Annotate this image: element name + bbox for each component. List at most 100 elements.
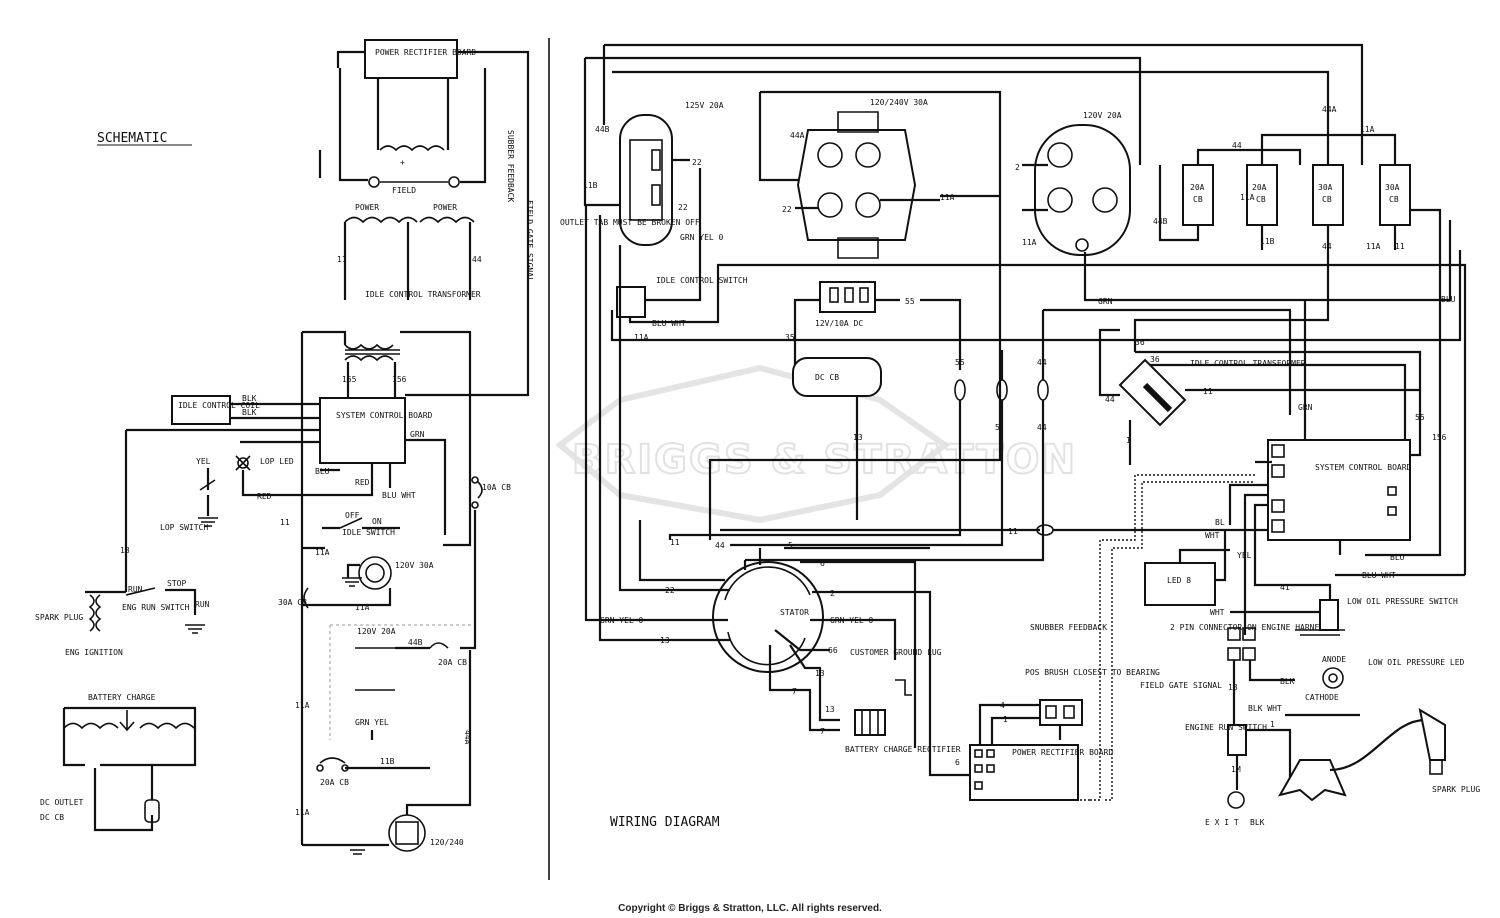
svg-text:20A CB: 20A CB	[320, 778, 349, 787]
svg-text:22: 22	[782, 205, 792, 214]
svg-text:BLK: BLK	[242, 394, 257, 403]
svg-text:BLK: BLK	[1280, 677, 1295, 686]
outlet-120-240v-30a	[796, 111, 917, 259]
field-gate-signal-label: FIELD GATE SIGNAL	[525, 200, 534, 282]
svg-text:44B: 44B	[1153, 217, 1168, 226]
idle-control-switch-box[interactable]	[616, 286, 646, 318]
svg-text:ANODE: ANODE	[1322, 655, 1346, 664]
svg-text:30A: 30A	[1318, 183, 1333, 192]
circuit-breaker-30a[interactable]: 30A CB	[1312, 164, 1344, 226]
svg-text:11A: 11A	[295, 701, 310, 710]
lop-led-label: LOP LED	[260, 457, 294, 466]
svg-text:41: 41	[1280, 583, 1290, 592]
svg-text:11A: 11A	[295, 808, 310, 817]
svg-text:13: 13	[853, 433, 863, 442]
svg-text:RUN: RUN	[195, 600, 210, 609]
low-oil-pressure-led-icon	[1322, 667, 1344, 689]
idle-switch-label: IDLE SWITCH	[342, 528, 395, 537]
svg-text:36: 36	[1135, 338, 1145, 347]
svg-text:CB: CB	[1256, 195, 1266, 204]
svg-text:22: 22	[692, 158, 702, 167]
svg-text:BL: BL	[1215, 518, 1225, 527]
svg-text:YEL: YEL	[196, 457, 211, 466]
outlet-125v-label: 125V 20A	[685, 101, 724, 110]
svg-text:11A: 11A	[1022, 238, 1037, 247]
stator	[712, 561, 824, 673]
svg-text:WHT: WHT	[1205, 531, 1220, 540]
power-rectifier-board-label: POWER RECTIFIER BOARD	[375, 48, 476, 57]
battery-charge-label: BATTERY CHARGE	[88, 693, 156, 702]
svg-text:GRN YEL 0: GRN YEL 0	[830, 616, 874, 625]
power-right-label: POWER	[433, 203, 457, 212]
svg-text:BLU WHT: BLU WHT	[652, 319, 686, 328]
svg-text:GRN: GRN	[410, 430, 425, 439]
svg-text:18: 18	[120, 546, 130, 555]
svg-text:44B: 44B	[595, 125, 610, 134]
subber-feedback-label: SUBBER FEEDBACK	[506, 130, 515, 202]
svg-text:120/240: 120/240	[430, 838, 464, 847]
power-left-label: POWER	[355, 203, 379, 212]
svg-text:1M: 1M	[1231, 765, 1241, 774]
svg-text:E X I T: E X I T	[1205, 818, 1239, 827]
svg-text:36: 36	[1150, 355, 1160, 364]
engine-run-switch-label: ENGINE RUN SWITCH	[1185, 723, 1267, 732]
svg-text:CB: CB	[1389, 195, 1399, 204]
svg-text:30A CB: 30A CB	[278, 598, 307, 607]
system-control-board	[1267, 439, 1411, 541]
low-oil-pressure-switch	[1295, 599, 1345, 636]
svg-text:156: 156	[1432, 433, 1447, 442]
svg-text:11A: 11A	[1366, 242, 1381, 251]
dc-outlet-label: DC OUTLET	[40, 798, 84, 807]
svg-text:22: 22	[678, 203, 688, 212]
svg-text:44B: 44B	[408, 638, 423, 647]
svg-text:2: 2	[830, 589, 835, 598]
svg-text:44: 44	[715, 541, 725, 550]
circuit-breaker-30a-b[interactable]: 30A CB	[1379, 164, 1411, 226]
svg-text:44A: 44A	[1322, 105, 1337, 114]
outlet-tab-note: OUTLET TAB MUST BE BROKEN OFF	[560, 218, 700, 227]
eng-run-switch-label: ENG RUN SWITCH	[122, 603, 190, 612]
svg-text:6: 6	[820, 559, 825, 568]
svg-text:11: 11	[1203, 387, 1213, 396]
svg-text:11A: 11A	[1240, 193, 1255, 202]
svg-text:11A: 11A	[634, 333, 649, 342]
customer-ground-lug-icon	[895, 679, 912, 696]
pin-connector-label: 2 PIN CONNECTOR ON ENGINE HARNESS	[1170, 623, 1329, 632]
svg-text:BLU: BLU	[315, 467, 330, 476]
svg-text:GRN YEL 0: GRN YEL 0	[680, 233, 724, 242]
customer-ground-lug-label: CUSTOMER GROUND LUG	[850, 648, 942, 657]
outlet-120v-20a	[1034, 124, 1131, 256]
svg-text:11: 11	[670, 538, 680, 547]
svg-text:11A: 11A	[315, 548, 330, 557]
svg-text:120V 20A: 120V 20A	[357, 627, 396, 636]
system-control-board-box	[319, 397, 406, 464]
snubber-feedback-label: SNUBBER FEEDBACK	[1030, 623, 1107, 632]
low-oil-led-label: LOW OIL PRESSURE LED	[1368, 658, 1465, 667]
svg-text:11: 11	[337, 255, 347, 264]
stator-label: STATOR	[780, 608, 809, 617]
svg-text:11: 11	[1395, 242, 1405, 251]
svg-text:11B: 11B	[380, 757, 395, 766]
svg-text:+: +	[400, 158, 405, 167]
svg-text:18: 18	[1228, 683, 1238, 692]
svg-text:20A CB: 20A CB	[438, 658, 467, 667]
svg-text:WHT: WHT	[1210, 608, 1225, 617]
circuit-breaker-20a-b[interactable]: 20A CB	[1246, 164, 1278, 226]
svg-text:CATHODE: CATHODE	[1305, 693, 1339, 702]
svg-text:6: 6	[955, 758, 960, 767]
svg-text:7: 7	[820, 727, 825, 736]
battery-charge-rectifier	[854, 709, 886, 736]
power-rectifier-board-box	[364, 39, 458, 79]
svg-text:44: 44	[1105, 395, 1115, 404]
circuit-breaker-20a[interactable]: 20A CB	[1182, 164, 1214, 226]
svg-text:2: 2	[1015, 163, 1020, 172]
svg-text:20A: 20A	[1252, 183, 1267, 192]
svg-text:120V 30A: 120V 30A	[395, 561, 434, 570]
svg-text:BLK: BLK	[1250, 818, 1265, 827]
svg-text:OFF: OFF	[345, 511, 360, 520]
dc-circuit-breaker[interactable]	[792, 357, 882, 397]
svg-text:44: 44	[1232, 141, 1242, 150]
svg-text:11B: 11B	[583, 181, 598, 190]
svg-text:10A CB: 10A CB	[482, 483, 511, 492]
